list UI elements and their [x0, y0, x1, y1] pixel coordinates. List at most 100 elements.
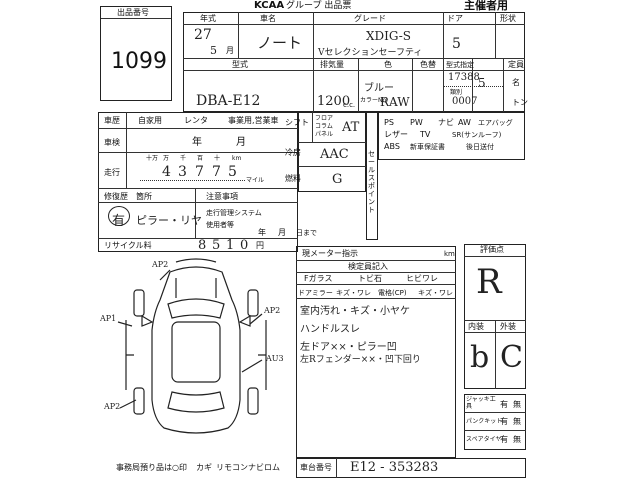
office-note: 事務局預り品は○印 [116, 463, 187, 472]
spec-number: 17388 [448, 72, 480, 83]
history-label: 車歴 [104, 116, 120, 125]
recycle-label: リサイクル料 [104, 241, 152, 250]
spare-label: スペアタイヤ [466, 436, 502, 443]
form-title: グループ 出品票 [286, 1, 352, 11]
floor-label: フロア [315, 115, 334, 122]
spare-yes: 有 [500, 435, 508, 444]
inspection-label: 車検 [104, 138, 120, 147]
opt-crack: ヒビワレ [406, 274, 438, 283]
doors-label: ドア [447, 14, 463, 23]
history-rental: レンタ [184, 116, 208, 125]
damage-mark: AP2 [152, 260, 169, 269]
model-code: DBA-E12 [196, 93, 261, 109]
lot-number-box: 出品番号 1099 [100, 6, 172, 101]
recycle-digit: 1 [226, 238, 235, 253]
name-label: 車名 [260, 14, 276, 23]
mileage-digit: 3 [178, 164, 187, 180]
puncture-yes: 有 [500, 417, 508, 426]
brand-logo: KCAA [254, 0, 285, 11]
color-no: RAW [380, 95, 410, 109]
car-name: ノート [257, 34, 303, 52]
until-day: 日まで [296, 229, 317, 237]
tools-block [464, 394, 526, 450]
repair-note: ピラー・リヤ [136, 214, 202, 227]
tracking-system-label: 走行管理システム [206, 209, 262, 217]
color-label: 色 [384, 60, 392, 69]
lot-number: 1099 [111, 49, 167, 74]
inspector-note: 室内汚れ・キズ・小ヤケ [300, 306, 410, 317]
repair-place-label: 箇所 [136, 192, 152, 201]
equip-warranty: 新車保証書 [410, 143, 445, 151]
interior-label: 内装 [468, 322, 484, 331]
year-label: 年式 [200, 14, 216, 23]
model-month: 5 [210, 44, 217, 57]
opt-mirror-damage: キズ・ワレ [336, 289, 371, 297]
sale-point-label: セールスポイント [368, 150, 375, 214]
mileage-digit: 7 [212, 164, 221, 180]
history-private: 自家用 [138, 116, 162, 125]
opt-chip: トビ石 [358, 274, 382, 283]
yen-label: 円 [256, 241, 264, 250]
damage-mark: AP2 [264, 306, 281, 315]
meter-km: km [444, 250, 455, 258]
capacity-label: 定員 [508, 60, 524, 69]
equip-later: 後日送付 [466, 143, 494, 151]
item-remote: リモコン [216, 463, 248, 472]
repair-label: 修復歴 [104, 192, 128, 201]
inspector-note: 左Rフェンダー××・凹下回り [300, 355, 421, 365]
inspection-month: 月 [236, 137, 246, 148]
equip-airbag: エアバッグ [478, 119, 513, 127]
door-count: 5 [452, 36, 461, 52]
puncture-label: パンクキット [466, 418, 503, 425]
mileage-digit: 4 [162, 164, 171, 180]
repair-circle [108, 206, 130, 226]
sale-point-column [366, 112, 378, 240]
equip-aw: AW [458, 118, 471, 127]
history-block [98, 112, 298, 252]
equip-ps: PS [384, 118, 394, 127]
damage-mark: AU3 [266, 354, 284, 363]
jack-yes: 有 [500, 400, 508, 409]
puncture-no: 無 [513, 417, 521, 426]
chassis-block [296, 458, 526, 478]
mile-label: マイル [246, 177, 265, 184]
equip-navi: ナビ [438, 118, 454, 127]
displacement: 1200 [317, 94, 351, 109]
ac-value: AAC [320, 147, 349, 162]
meter-block [296, 246, 456, 458]
panel-label: パネル [315, 131, 334, 138]
equip-sunroof: SR(サンルーフ) [452, 131, 502, 139]
vehicle-info-grid [183, 12, 525, 112]
cc-unit: c.c. [343, 101, 356, 109]
item-navi-rom: ナビロム [248, 463, 280, 472]
color-change-label: 色替 [420, 60, 436, 69]
damage-mark: AP1 [100, 314, 117, 323]
item-key: カギ [196, 463, 212, 472]
model-year: 27 [194, 27, 212, 43]
grade-top: XDIG-S [366, 29, 411, 43]
equip-leather: レザー [384, 130, 408, 139]
recycle-digit: 0 [240, 238, 249, 253]
lot-number-label: 出品番号 [117, 8, 149, 17]
class-label: 類別 [450, 89, 463, 96]
equip-tv: TV [420, 130, 431, 139]
jack-label: ジャッキ工具 [466, 396, 496, 410]
meter-label: 現メーター指示 [302, 249, 358, 258]
recycle-digit: 8 [198, 238, 207, 253]
equip-abs: ABS [384, 142, 400, 151]
grade-label: グレード [354, 14, 386, 23]
exterior-label: 外装 [500, 322, 516, 331]
until-month: 月 [278, 228, 286, 237]
overall-grade: R [476, 262, 502, 302]
shift-label: シフト [285, 118, 309, 127]
mileage-digit: 5 [228, 164, 237, 180]
shift-value: AT [342, 120, 360, 135]
shape-label: 形状 [500, 14, 516, 23]
user-label: 使用者等 [206, 221, 234, 229]
notes-label: 注意事項 [206, 192, 238, 201]
equip-pw: PW [410, 118, 423, 127]
recycle-digit: 5 [212, 238, 221, 253]
history-business: 事業用,営業車 [228, 116, 279, 125]
mileage-label: 走行 [104, 168, 120, 177]
